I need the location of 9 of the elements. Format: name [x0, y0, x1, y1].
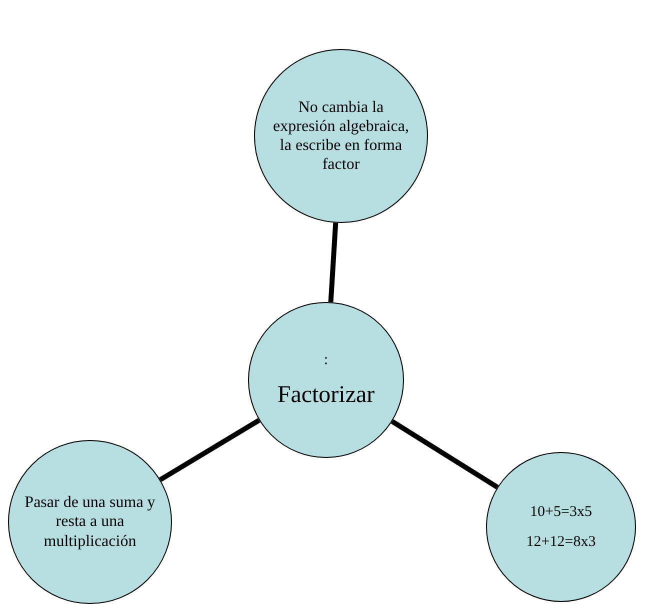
concept-text: 12+12=8x3: [526, 533, 596, 551]
connector-line: [158, 418, 260, 482]
concept-text: Pasar de una suma y resta a una multiplicación: [24, 493, 156, 551]
concept-text: :: [324, 350, 328, 369]
concept-text: 10+5=3x5: [530, 503, 592, 521]
connector-line: [328, 222, 338, 302]
concept-text: No cambia la expresión algebraica, la escribe en forma factor: [272, 98, 410, 174]
concept-text: Factorizar: [277, 380, 375, 410]
connector-line: [390, 419, 499, 490]
